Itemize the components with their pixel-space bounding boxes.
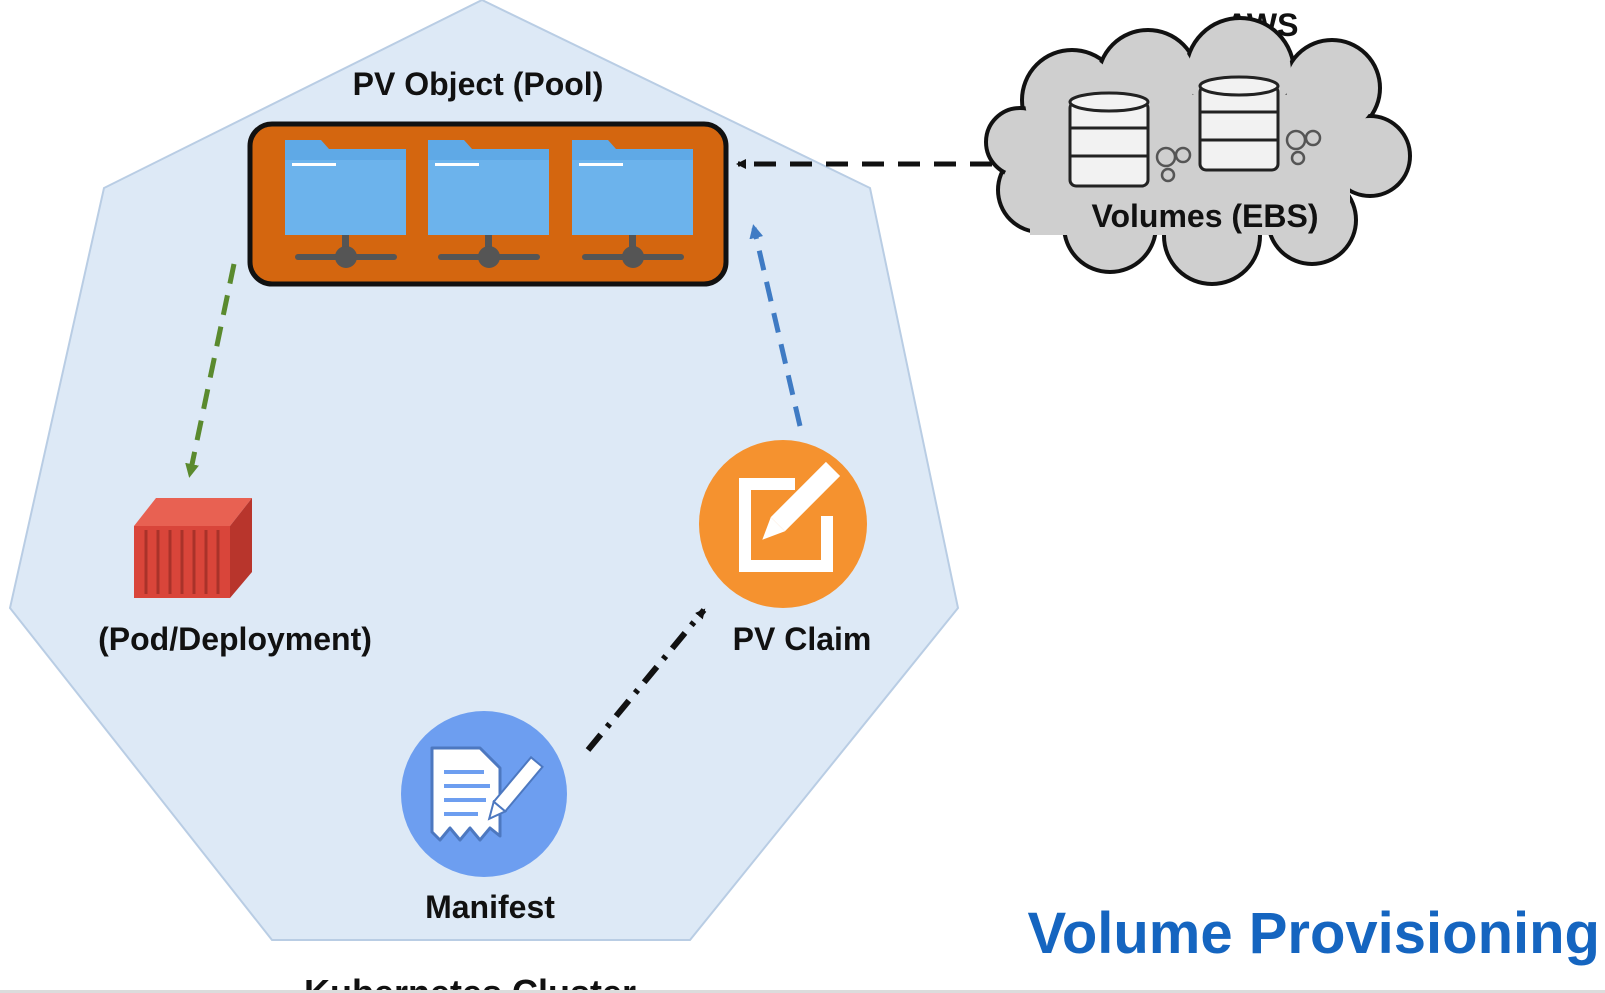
manifest-to-claim-arrow: [585, 608, 707, 752]
pv-to-pod-arrow: [185, 263, 237, 478]
slide-title: Volume Provisioning: [1027, 901, 1600, 966]
network-folder-icon: [285, 140, 406, 268]
gear-icon: [1155, 146, 1192, 183]
claim-to-pv-arrow: [749, 224, 803, 427]
network-folder-icon: [428, 140, 549, 268]
volumes-ebs-label: Volumes (EBS): [1092, 198, 1319, 234]
cluster-label: Kubernetes Cluster: [304, 972, 636, 993]
pv-object-label: PV Object (Pool): [353, 66, 604, 102]
manifest-label: Manifest: [425, 889, 555, 925]
pv-claim-label: PV Claim: [733, 621, 872, 657]
shipping-container-icon: [134, 498, 252, 598]
edit-form-icon: [699, 440, 867, 608]
gear-icon: [1285, 129, 1322, 166]
document-sign-icon: [401, 711, 567, 877]
database-icon: [1198, 75, 1280, 172]
pod-deployment-label: (Pod/Deployment): [98, 621, 372, 657]
pv-pool-panel: [247, 121, 729, 287]
network-folder-icon: [572, 140, 693, 268]
bottom-edge-strip: [0, 990, 1605, 993]
aws-cloud: [984, 16, 1412, 286]
database-icon: [1068, 91, 1150, 188]
